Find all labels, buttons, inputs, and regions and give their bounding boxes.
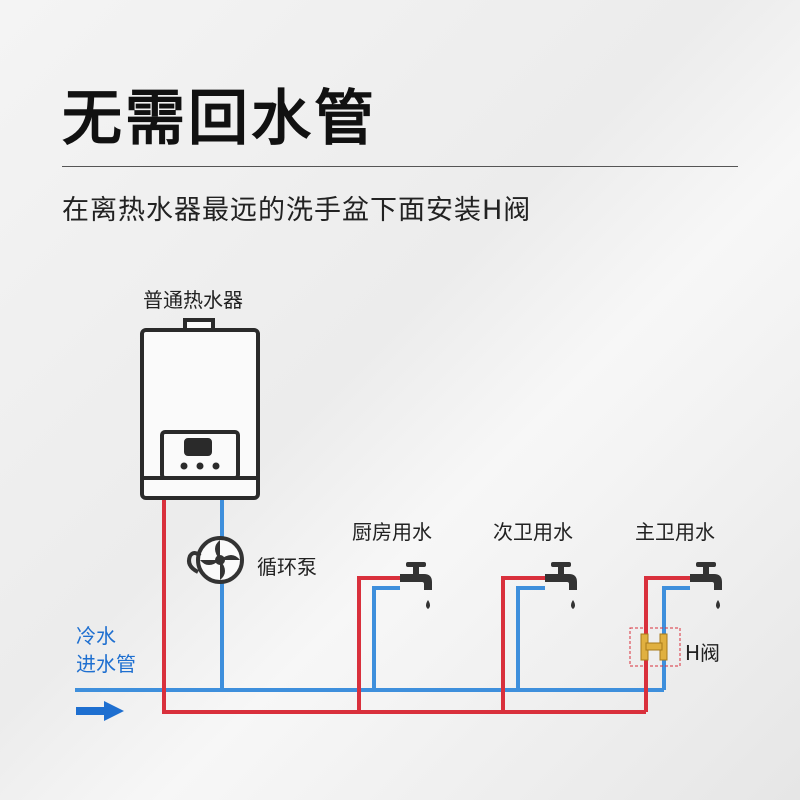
second-bath-label: 次卫用水: [493, 520, 573, 544]
h-valve-icon: [629, 627, 681, 667]
title-divider: [62, 166, 738, 167]
main-bath-label: 主卫用水: [635, 520, 715, 544]
cold-branch-kitchen: [372, 586, 400, 690]
faucet-icon: [400, 562, 432, 609]
pump-label: 循环泵: [257, 555, 317, 579]
cold-branch-second-bath: [516, 586, 545, 690]
cold-water-pipes: [75, 500, 690, 692]
hot-main-pipe: [162, 500, 646, 714]
water-heater-icon: [140, 318, 260, 500]
pump-icon: [187, 536, 244, 584]
faucet-icon: [545, 562, 577, 609]
arrow-right-icon: [76, 701, 124, 721]
hot-branch-main-bath: [644, 576, 690, 712]
cold-inlet-label-line2: 进水管: [76, 652, 136, 676]
kitchen-label: 厨房用水: [352, 520, 432, 544]
page-title: 无需回水管: [62, 84, 377, 154]
faucet-icon: [690, 562, 722, 609]
page-subtitle: 在离热水器最远的洗手盆下面安装H阀: [62, 195, 532, 226]
hot-branch-second-bath: [501, 576, 545, 712]
hot-branch-kitchen: [357, 576, 400, 712]
hot-water-pipes: [162, 500, 690, 714]
heater-label: 普通热水器: [143, 288, 243, 312]
cold-inlet-label-line1: 冷水: [76, 624, 116, 648]
h-valve-label: H阀: [685, 641, 721, 665]
